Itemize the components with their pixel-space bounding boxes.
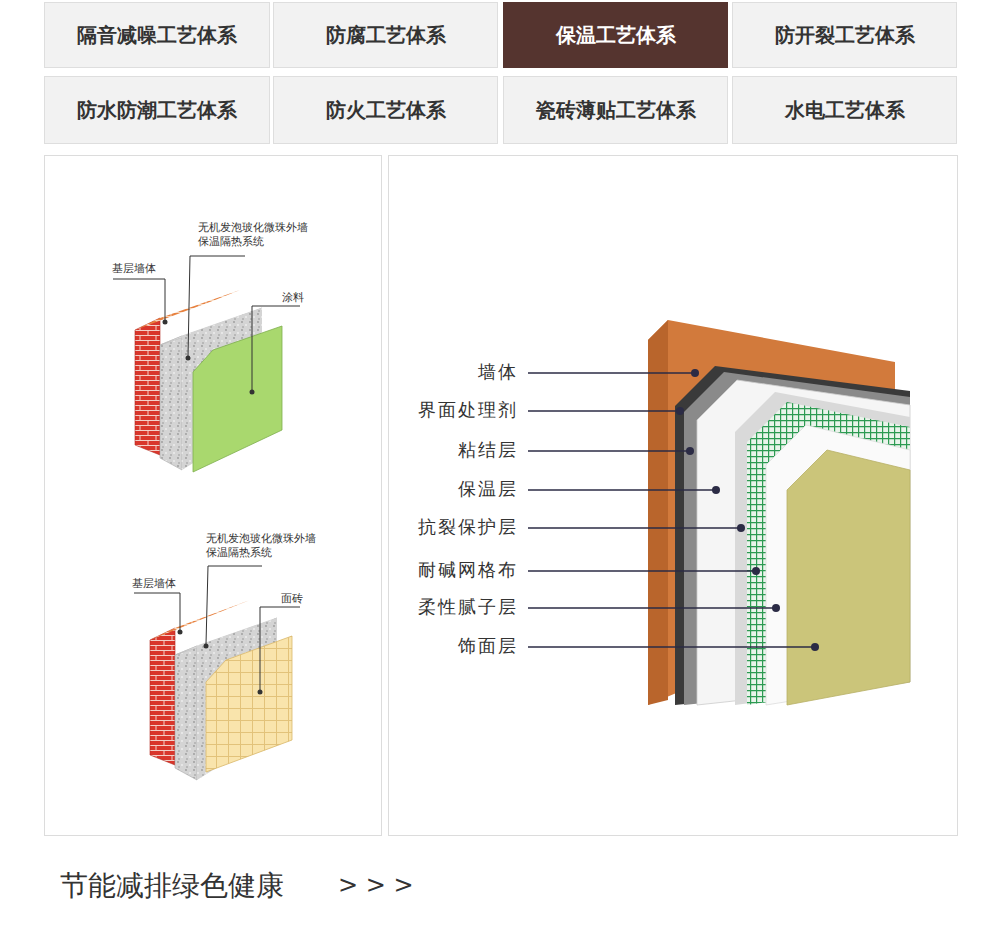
part-label: 基层墙体 [112,262,172,276]
layer-label: 饰面层 [380,634,518,657]
tab-label: 水电工艺体系 [785,97,905,124]
tab-label: 防水防潮工艺体系 [77,97,237,124]
tab-box: 水电工艺体系 [732,76,957,144]
part-label: 面砖 [281,592,321,606]
part-label: 基层墙体 [132,577,192,591]
tab-label: 保温工艺体系 [556,22,676,49]
tab-box: 防火工艺体系 [273,76,498,144]
layer-label: 界面处理剂 [380,398,518,421]
more-arrows: > > > [338,870,418,901]
layer-label: 粘结层 [380,438,518,461]
tab-label: 防腐工艺体系 [326,22,446,49]
slogan: 节能减排绿色健康 [60,868,330,904]
tab-label: 防火工艺体系 [326,97,446,124]
tab-box: 保温工艺体系 [503,2,728,68]
layer-label: 柔性腻子层 [380,595,518,618]
part-label: 无机发泡玻化微珠外墙保温隔热系统 [206,532,322,561]
layer-label: 耐碱网格布 [380,558,518,581]
layer-label: 抗裂保护层 [380,515,518,538]
tab-box: 隔音减噪工艺体系 [44,2,270,68]
part-label: 涂料 [282,291,322,305]
tab-box: 防开裂工艺体系 [732,2,957,68]
tab-box: 瓷砖薄贴工艺体系 [503,76,728,144]
layer-label: 墙体 [380,360,518,383]
tab-box: 防水防潮工艺体系 [44,76,270,144]
part-label: 无机发泡玻化微珠外墙保温隔热系统 [198,221,314,250]
tab-box: 防腐工艺体系 [273,2,498,68]
tab-label: 防开裂工艺体系 [775,22,915,49]
tab-label: 瓷砖薄贴工艺体系 [536,97,696,124]
tab-label: 隔音减噪工艺体系 [77,22,237,49]
layer-label: 保温层 [380,477,518,500]
